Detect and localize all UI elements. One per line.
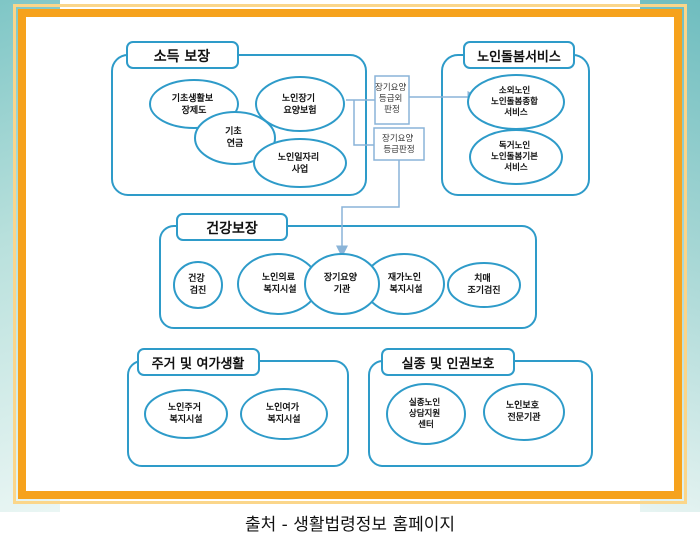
- node-dementia-screening: [447, 262, 521, 308]
- node-label-missing-center: 실종노인 상담지원 센터: [409, 397, 443, 430]
- group-title-box-health: [176, 213, 288, 241]
- node-label-ltc-facility: 장기요양 기관: [324, 271, 360, 295]
- node-label-leisure-facility: 노인여가 복지시설: [266, 401, 302, 425]
- group-title-box-care: [463, 41, 575, 69]
- group-title-income: 소득 보장: [154, 48, 211, 65]
- node-protection-agency: [483, 383, 565, 441]
- node-missing-center: [386, 383, 466, 445]
- node-label-health-checkup: 건강 검진: [188, 272, 208, 296]
- welfare-diagram: 소득 보장 노인돌봄서비스 건강보장 주거 및 여가생활 실종 및 인권보호 장…: [111, 41, 593, 467]
- group-title-care: 노인돌봄서비스: [477, 49, 561, 65]
- node-label-housing-facility: 노인주거 복지시설: [168, 401, 204, 425]
- decision-outside-grade: 장기요양 등급외 판정: [375, 82, 409, 115]
- node-label-protection-agency: 노인보호 전문기관: [506, 400, 542, 423]
- node-label-isolated-care: 소외노인 노인돌봄종합 서비스: [491, 85, 541, 118]
- group-title-box-housing: [137, 348, 260, 376]
- node-label-ltc-insurance: 노인장기 요양보험: [282, 92, 318, 116]
- node-basic-pension: [194, 111, 276, 165]
- node-label-home-welfare: 재가노인 복지시설: [388, 271, 424, 295]
- group-title-missing: 실종 및 인권보호: [402, 356, 495, 372]
- node-label-solo-care: 독거노인 노인돌봄기본 서비스: [491, 140, 541, 173]
- source-caption: 출처 - 생활법령정보 홈페이지: [244, 515, 456, 535]
- group-title-box-missing: [381, 348, 515, 376]
- node-senior-jobs: [253, 138, 347, 188]
- node-label-basic-livelihood: 기초생활보 장제도: [172, 92, 217, 116]
- decision-box-grade: [373, 127, 425, 161]
- decision-box-outside-grade: [374, 75, 410, 125]
- connector-income-grade: [353, 100, 374, 146]
- node-ltc-facility: [304, 253, 380, 315]
- node-leisure-facility: [240, 388, 328, 440]
- group-title-box-income: [126, 41, 239, 69]
- node-solo-care: [469, 129, 563, 185]
- node-ltc-insurance: [255, 76, 345, 132]
- group-title-health: 건강보장: [206, 220, 258, 237]
- node-label-dementia-screening: 치매 조기검진: [467, 272, 500, 296]
- group-title-housing: 주거 및 여가생활: [152, 356, 245, 372]
- node-housing-facility: [144, 389, 228, 439]
- connector-grade-ltc: [336, 160, 400, 258]
- node-health-checkup: [173, 261, 223, 309]
- node-label-senior-jobs: 노인일자리 사업: [278, 151, 323, 175]
- decision-grade: 장기요양 등급판정: [382, 133, 416, 155]
- node-label-basic-pension: 기초 연금: [225, 125, 245, 149]
- frame-glow: [13, 4, 687, 504]
- node-label-medical-welfare: 노인의료 복지시설: [262, 271, 298, 295]
